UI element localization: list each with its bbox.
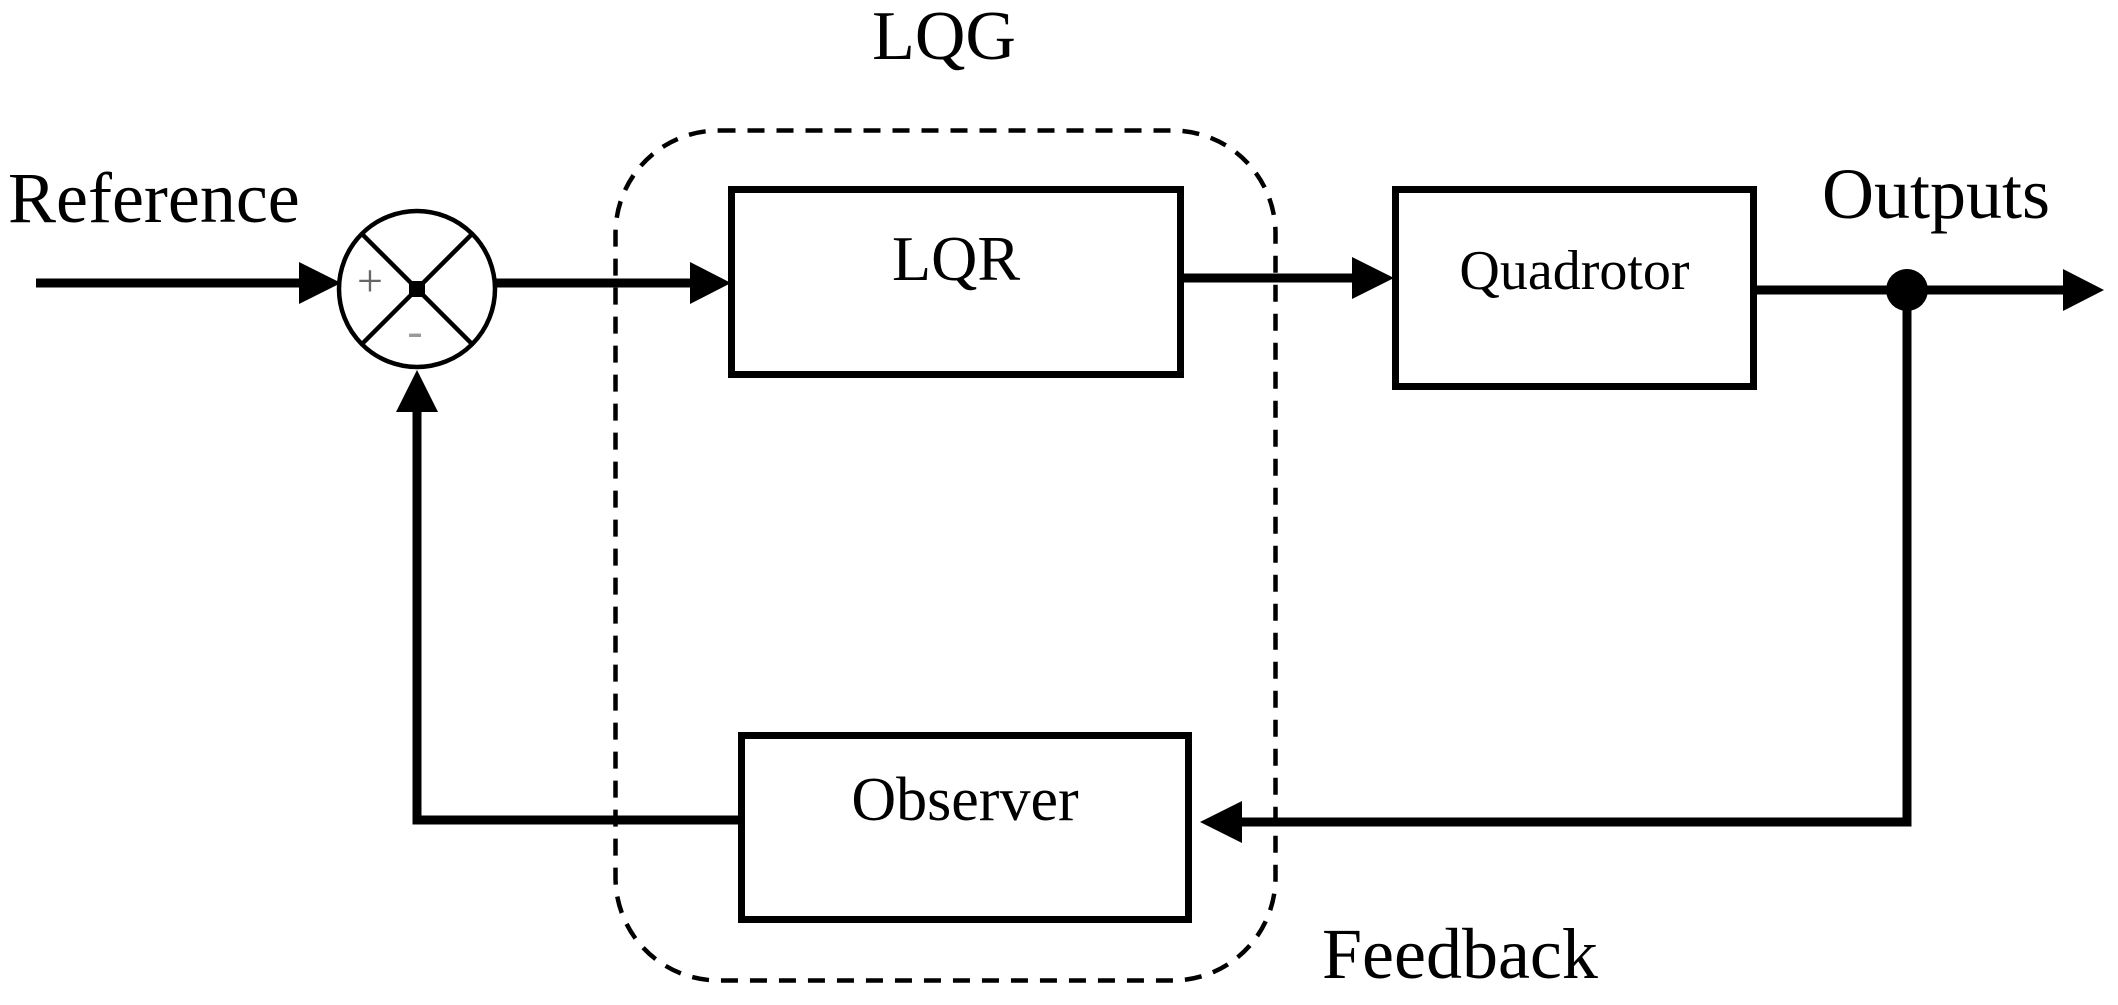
reference-label: Reference	[8, 158, 300, 238]
quadrotor-input-arrowhead-icon	[1352, 257, 1394, 299]
observer-block-label: Observer	[851, 765, 1079, 834]
outputs-label: Outputs	[1821, 154, 2051, 234]
summing-minus-sign: -	[407, 305, 423, 356]
summing-junction-feedback-arrowhead-icon	[396, 370, 438, 412]
lqg-dashed-boundary	[613, 128, 1278, 983]
reference-arrowhead-icon	[299, 262, 341, 304]
lqr-block-box	[728, 186, 1184, 378]
summing-plus-sign: +	[357, 255, 383, 306]
quadrotor-block-box	[1392, 186, 1757, 390]
summing-junction-center-node	[409, 281, 425, 297]
output-arrowhead-icon	[2063, 269, 2104, 311]
lqr-input-arrowhead-icon	[690, 262, 731, 304]
observer-output-line	[412, 412, 740, 825]
observer-block-box	[738, 732, 1192, 923]
lqr-block-label: LQR	[892, 223, 1020, 294]
lqg-group-label: LQG	[872, 0, 1016, 75]
feedback-return-line	[1242, 290, 1912, 827]
quadrotor-block-label: Quadrotor	[1459, 240, 1690, 302]
feedback-label: Feedback	[1322, 914, 1598, 994]
observer-input-arrowhead-icon	[1200, 801, 1242, 843]
